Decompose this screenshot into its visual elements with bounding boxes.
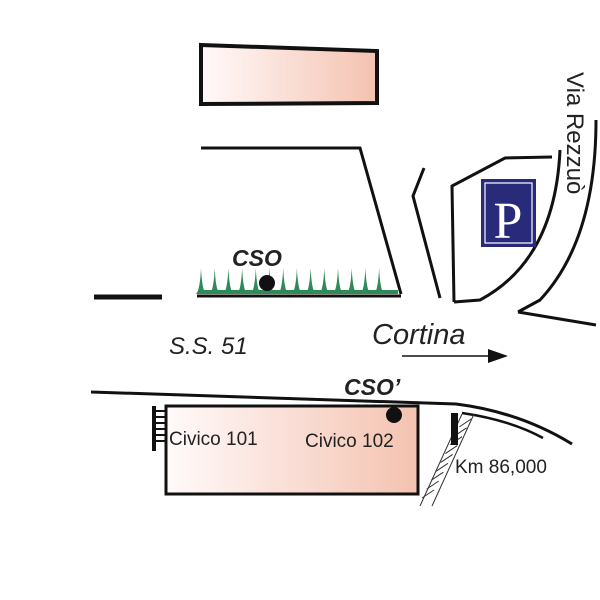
ramp-rung (426, 480, 439, 490)
road-edge-inner (461, 411, 544, 440)
hedge (196, 268, 398, 294)
cso-prime-label: CSO’ (344, 374, 401, 400)
ramp-rung (435, 462, 449, 472)
road-edge-lower (90, 390, 573, 446)
cso-label: CSO (232, 245, 282, 271)
ramp-edge (431, 413, 475, 507)
hedge-strip (198, 290, 398, 294)
via-rezzuo-label: Via Rezzuò (561, 72, 588, 194)
building-civico (164, 404, 420, 496)
parking-area-curve (453, 149, 562, 304)
ramp-rung (421, 489, 435, 499)
hedge-spike (196, 268, 206, 294)
via-rezzuo-road-end (517, 310, 597, 327)
via-rezzuo-road (517, 119, 598, 314)
km-marker (451, 413, 458, 445)
hedge-spike (278, 268, 289, 294)
cortina-label: Cortina (372, 319, 466, 351)
hedge-spike (305, 268, 316, 294)
ramp-rung (459, 418, 472, 428)
block-outline (201, 146, 403, 295)
hedge-spike (374, 268, 385, 294)
hedge-spike (250, 268, 261, 294)
civico-102-label: Civico 102 (305, 431, 394, 452)
hedge-spike (333, 268, 343, 294)
parking-icon: P (494, 193, 523, 250)
cso-prime-marker (386, 407, 402, 423)
parking-sign: P (481, 179, 536, 250)
hedge-spike (237, 268, 248, 294)
direction-arrow-icon (402, 349, 508, 363)
hedge-spike (360, 268, 371, 294)
building-top (199, 42, 379, 107)
km-label: Km 86,000 (455, 457, 547, 478)
parking-area-outline (450, 155, 553, 303)
ramp-rung (440, 454, 453, 463)
hedge-spike (209, 268, 220, 294)
hedge-spike (223, 268, 234, 294)
ramp-rung (445, 445, 458, 454)
civico-101-label: Civico 101 (169, 429, 258, 450)
ramp-rung (431, 471, 444, 481)
cso-marker (259, 275, 275, 291)
ss51-label: S.S. 51 (169, 333, 248, 360)
parking-area-left (411, 167, 442, 299)
hedge-spike (291, 268, 302, 294)
steps-left (152, 406, 166, 451)
hedge-spike (319, 268, 330, 294)
hedge-spike (346, 268, 357, 294)
